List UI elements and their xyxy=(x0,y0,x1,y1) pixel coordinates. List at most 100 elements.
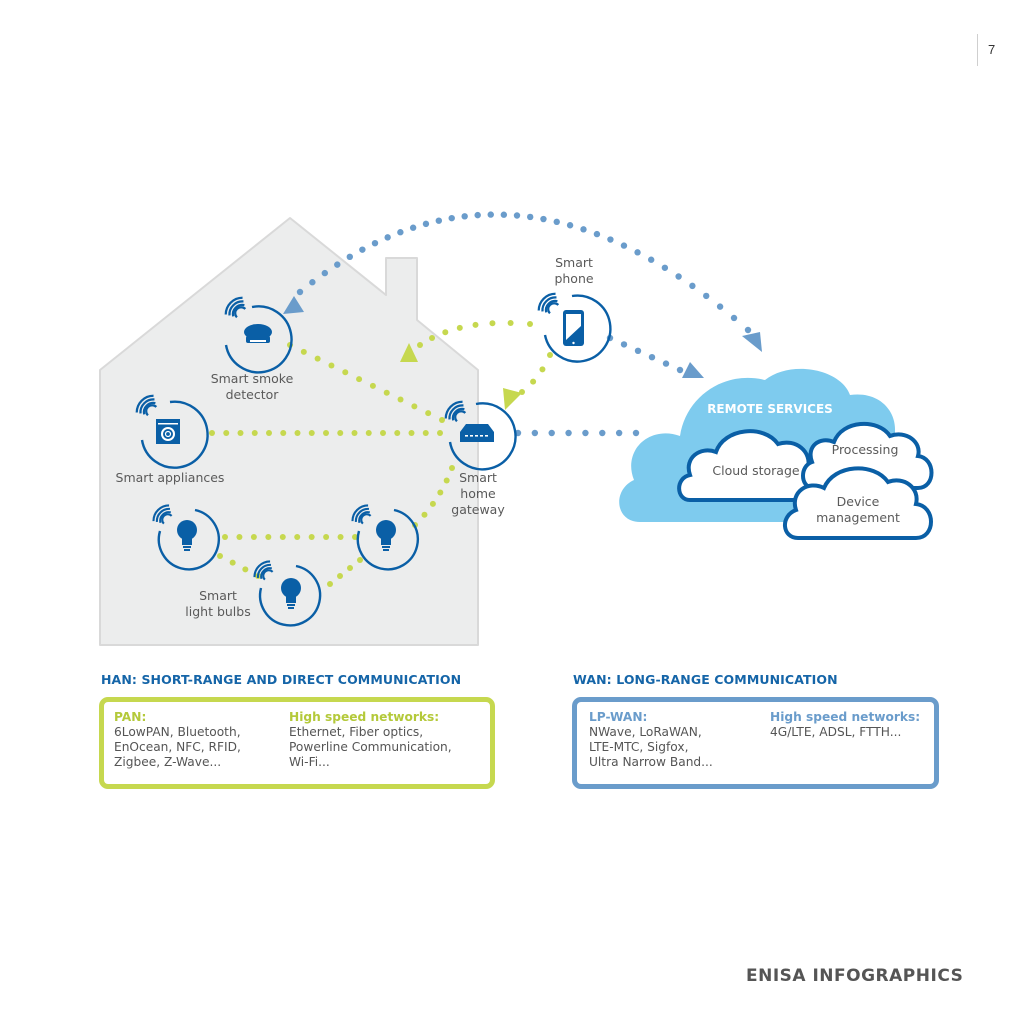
label-bulbs-line2: light bulbs xyxy=(185,604,250,619)
col-heading: PAN: xyxy=(114,710,147,724)
link-phone-house xyxy=(417,319,533,348)
connector-dot xyxy=(209,430,215,436)
page-number: 7 xyxy=(988,42,996,57)
connector-dot xyxy=(620,341,628,348)
connector-dot xyxy=(411,403,418,410)
connector-dot xyxy=(296,288,304,296)
connector-dot xyxy=(251,430,258,436)
connector-dot xyxy=(217,553,223,559)
col-line: Ultra Narrow Band... xyxy=(589,755,713,769)
connector-dot xyxy=(531,429,539,437)
device-light-bulbs[interactable]: Smart light bulbs xyxy=(152,504,420,627)
connector-dot xyxy=(309,279,316,286)
connector-dot xyxy=(527,321,533,327)
connector-dot xyxy=(237,430,244,436)
connector-dot xyxy=(308,430,315,436)
wan-col-lpwan: LP-WAN: NWave, LoRaWAN, LTE-MTC, Sigfox,… xyxy=(589,710,713,770)
remote-services-title: REMOTE SERVICES xyxy=(707,402,833,416)
col-line: LTE-MTC, Sigfox, xyxy=(589,740,689,754)
col-line: Powerline Communication, xyxy=(289,740,452,754)
connector-dot xyxy=(351,430,358,436)
col-line: 6LowPAN, Bluetooth, xyxy=(114,725,241,739)
connector-dot xyxy=(661,264,669,271)
connector-dot xyxy=(308,534,315,540)
connector-dot xyxy=(327,581,333,587)
connector-dot xyxy=(443,477,450,484)
device-gateway[interactable]: Smart home gateway xyxy=(444,400,517,517)
label-smoke-line2: detector xyxy=(226,387,280,402)
col-heading: High speed networks: xyxy=(289,710,440,724)
connector-dot xyxy=(294,534,301,540)
connector-dot xyxy=(662,360,670,367)
connector-dot xyxy=(507,319,514,326)
connector-dot xyxy=(357,557,363,563)
connector-dot xyxy=(437,430,443,436)
col-heading: LP-WAN: xyxy=(589,710,648,724)
wan-links xyxy=(296,211,752,437)
connector-dot xyxy=(634,347,642,354)
connector-dot xyxy=(448,214,455,222)
light-bulb-icon xyxy=(376,520,396,551)
connector-dot xyxy=(422,220,430,228)
col-line: EnOcean, NFC, RFID, xyxy=(114,740,241,754)
connector-dot xyxy=(429,334,436,341)
connector-dot xyxy=(689,282,696,290)
connector-dot xyxy=(615,429,623,437)
connector-dot xyxy=(359,246,366,253)
han-title: HAN: SHORT-RANGE AND DIRECT COMMUNICATIO… xyxy=(101,672,462,687)
label-appliances: Smart appliances xyxy=(116,470,225,485)
connector-dot xyxy=(337,430,344,436)
connector-dot xyxy=(593,230,601,238)
connector-dot xyxy=(369,382,376,389)
connector-dot xyxy=(456,324,463,331)
connector-dot xyxy=(334,261,341,268)
connector-dot xyxy=(439,417,445,423)
wifi-waves-icon xyxy=(537,292,560,315)
arrow-to-smoke-detector xyxy=(283,296,304,314)
connector-dot xyxy=(222,534,228,540)
connector-dot xyxy=(429,500,436,507)
wan-col-high-speed: High speed networks: 4G/LTE, ADSL, FTTH.… xyxy=(770,710,920,740)
connector-dot xyxy=(383,389,390,396)
device-smoke-detector[interactable]: Smart smoke detector xyxy=(211,296,294,402)
connector-dot xyxy=(425,410,432,417)
label-gateway-line3: gateway xyxy=(451,502,505,517)
router-icon xyxy=(460,424,494,442)
connector-dot xyxy=(328,362,335,369)
page-divider xyxy=(977,34,978,66)
connector-dot xyxy=(266,430,272,436)
cloud-storage[interactable]: Cloud storage xyxy=(677,429,824,502)
bulb-bottom[interactable] xyxy=(253,560,322,627)
cloud-processing[interactable]: Processing xyxy=(801,422,934,490)
connector-dot xyxy=(352,534,358,540)
connector-dot xyxy=(279,534,286,540)
connector-dot xyxy=(236,534,243,540)
device-appliances[interactable]: Smart appliances xyxy=(116,394,225,485)
connector-dot xyxy=(461,213,468,220)
service-label: Cloud storage xyxy=(712,463,799,478)
bulb-left[interactable] xyxy=(152,504,221,571)
connector-dot xyxy=(397,396,404,403)
connector-dot xyxy=(356,376,363,383)
col-line: Zigbee, Z-Wave... xyxy=(114,755,222,769)
arrow-to-cloud-top xyxy=(742,332,762,352)
bulb-right[interactable] xyxy=(351,504,420,571)
connector-dot xyxy=(365,430,372,436)
connector-dot xyxy=(547,352,553,358)
connector-dot xyxy=(474,211,481,219)
label-phone-line1: Smart xyxy=(555,255,593,270)
connector-dot xyxy=(408,430,415,436)
connector-dot xyxy=(342,369,349,376)
connector-dot xyxy=(449,465,455,471)
connector-dot xyxy=(323,534,330,540)
remote-services-cloud[interactable]: REMOTE SERVICES Cloud storage Processing… xyxy=(619,368,934,540)
link-smoke-gateway xyxy=(287,342,445,423)
device-phone[interactable]: Smart phone xyxy=(537,255,612,363)
cloud-device-management[interactable]: Device management xyxy=(783,466,933,540)
link-arc-smoke-cloud xyxy=(296,211,752,334)
connector-dot xyxy=(442,329,449,336)
connector-dot xyxy=(347,565,353,571)
connector-dot xyxy=(384,234,391,241)
connector-dot xyxy=(294,430,301,436)
link-phone-gateway xyxy=(519,352,553,395)
